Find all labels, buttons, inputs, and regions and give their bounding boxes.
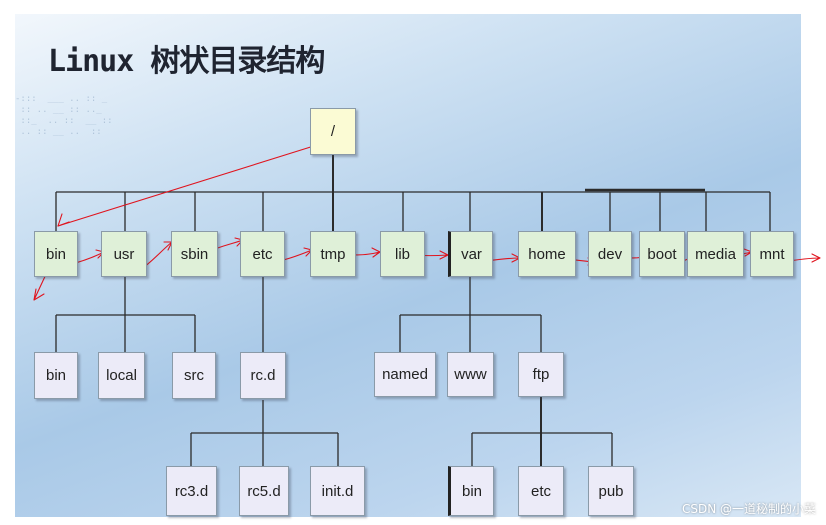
level1-node-home: home <box>518 231 576 277</box>
level1-node-lib: lib <box>380 231 425 277</box>
level1-node-usr: usr <box>101 231 147 277</box>
diagram-title: Linux 树状目录结构 <box>48 44 325 79</box>
rcd-child-rc3d: rc3.d <box>166 466 217 516</box>
var-child-www: www <box>447 352 494 397</box>
usr-child-bin: bin <box>34 352 78 399</box>
rcd-child-rc5d: rc5.d <box>239 466 289 516</box>
level1-node-bin: bin <box>34 231 78 277</box>
level1-node-dev: dev <box>588 231 632 277</box>
level1-node-etc: etc <box>240 231 285 277</box>
var-child-named: named <box>374 352 436 397</box>
rcd-child-initd: init.d <box>310 466 365 516</box>
var-child-ftp: ftp <box>518 352 564 397</box>
ftp-child-bin: bin <box>448 466 494 516</box>
ftp-child-etc: etc <box>518 466 564 516</box>
etc-child-rcd: rc.d <box>240 352 286 399</box>
csdn-watermark: CSDN @一道秘制的小菜 <box>681 502 816 516</box>
level1-node-tmp: tmp <box>310 231 356 277</box>
root-node: / <box>310 108 356 155</box>
level1-node-boot: boot <box>639 231 685 277</box>
usr-child-local: local <box>98 352 145 399</box>
level1-node-var: var <box>448 231 493 277</box>
level1-node-sbin: sbin <box>171 231 218 277</box>
decorative-background-pattern: -::: ___ .. :: _ :: .. __ :: .._ ::_ .. … <box>15 94 113 137</box>
level1-node-media: media <box>687 231 744 277</box>
ftp-child-pub: pub <box>588 466 634 516</box>
usr-child-src: src <box>172 352 216 399</box>
level1-node-mnt: mnt <box>750 231 794 277</box>
